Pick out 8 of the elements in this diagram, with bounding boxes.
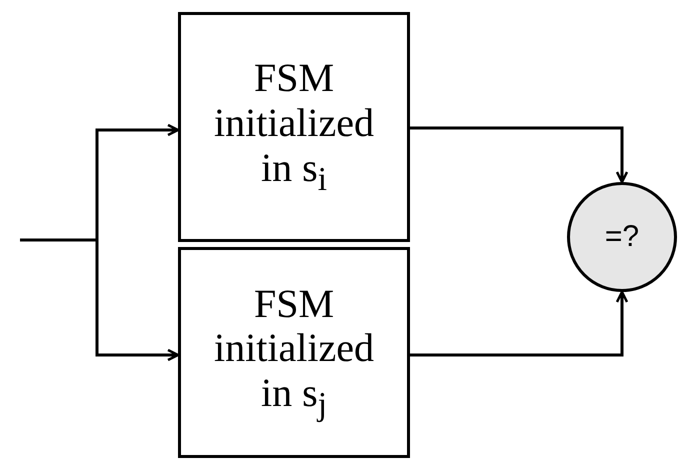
process-box bbox=[178, 12, 410, 242]
arrow bbox=[410, 290, 628, 356]
node-label: =? bbox=[604, 220, 640, 254]
arrow bbox=[410, 126, 628, 184]
node-label: FSM initialized in s$_{j}$ bbox=[213, 282, 375, 424]
process-box bbox=[178, 247, 410, 458]
arrow bbox=[20, 238, 180, 362]
node-label: FSM initialized in s$_{i}$ bbox=[213, 56, 375, 198]
